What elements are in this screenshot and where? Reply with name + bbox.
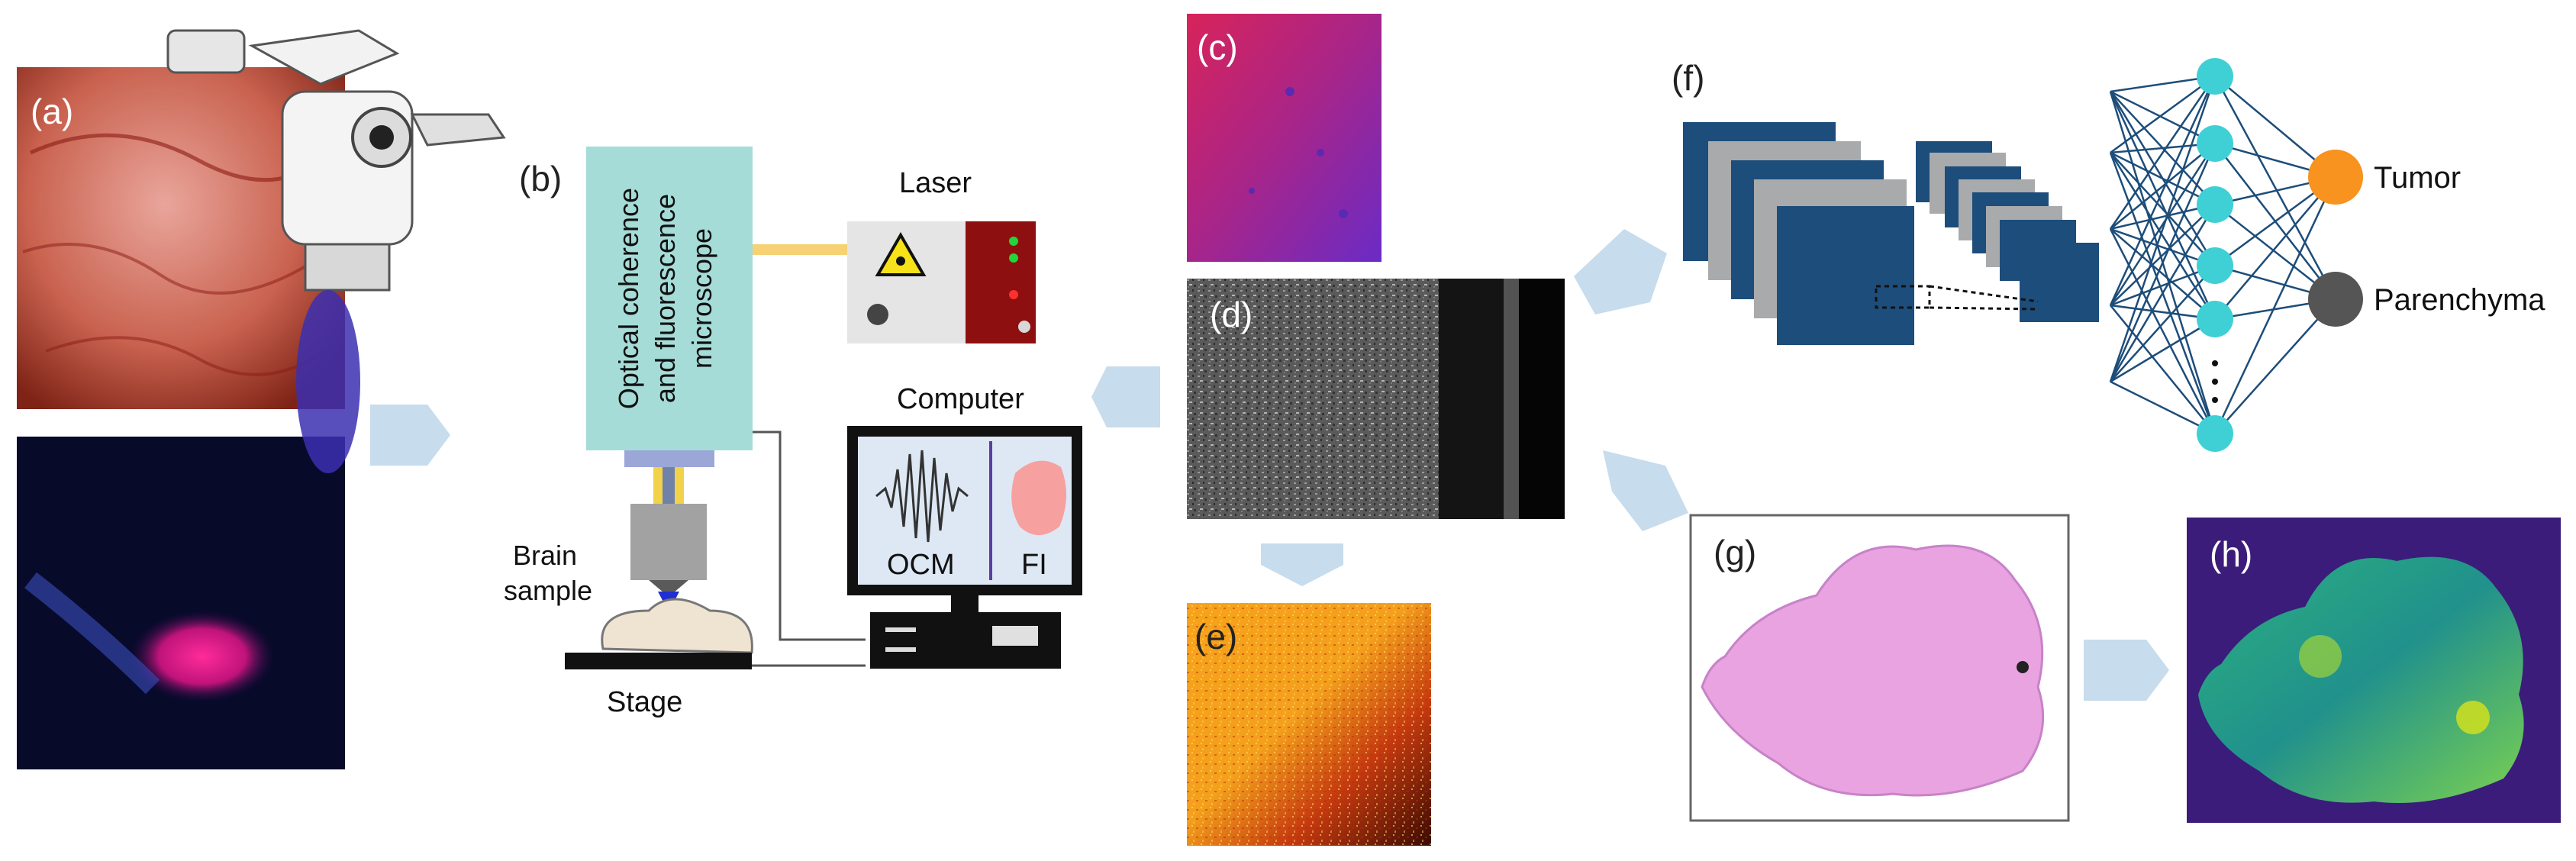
ocm-enface-image: [1187, 279, 1439, 519]
histology-tissue: [1701, 544, 2045, 797]
panel-f: (f): [1672, 58, 2545, 452]
stage-plate: [565, 653, 752, 669]
panel-g-label: (g): [1714, 533, 1756, 572]
computer-icon: OCM FI: [847, 426, 1082, 669]
panel-g: (g): [1689, 514, 2070, 822]
tumor-label: Tumor: [2374, 161, 2461, 195]
parenchyma-node: [2308, 272, 2363, 327]
laser-label: Laser: [899, 167, 972, 199]
fluorescence-image-c: [1187, 14, 1381, 262]
arrow-a-to-b: [370, 405, 450, 466]
parenchyma-label: Parenchyma: [2374, 283, 2545, 317]
arrow-d-to-computer: [1091, 366, 1160, 427]
microscope-box: [586, 147, 753, 450]
arrow-d-to-g: [1603, 450, 1688, 531]
panel-h: (h): [2187, 518, 2561, 823]
arrow-d-to-e: [1261, 543, 1343, 586]
microscope-label-line3: microscope: [686, 228, 717, 369]
ocm-signal-icon: [875, 450, 969, 543]
panel-f-label: (f): [1672, 58, 1704, 98]
fi-label: FI: [1021, 549, 1047, 581]
microscope-label-line1: Optical coherence: [613, 188, 644, 409]
brain-sample-label-line1: Brain: [513, 540, 577, 571]
tumor-node: [2308, 150, 2363, 205]
neural-network: Tumor Parenchyma: [2109, 58, 2545, 452]
panel-d-label: (d): [1210, 295, 1253, 334]
microscope-label-line2: and fluorescence: [650, 194, 681, 403]
panel-c-label: (c): [1197, 27, 1238, 67]
arrow-d-to-f: [1574, 229, 1667, 314]
stage-label: Stage: [607, 686, 682, 718]
prediction-map-tissue: [2198, 556, 2524, 803]
panel-c: (c): [1187, 14, 1381, 262]
brain-sample-icon: [601, 598, 753, 654]
cnn-feature-maps: [1683, 122, 2099, 345]
panel-b: (b) Optical coherence and fluorescence m…: [504, 147, 1082, 718]
ocm-label: OCM: [887, 549, 955, 581]
computer-label: Computer: [897, 383, 1024, 415]
objective-lens: [630, 504, 707, 580]
panel-a-label: (a): [31, 92, 73, 131]
operating-microscope-icon: [166, 29, 506, 473]
panel-e: (e): [1187, 603, 1431, 846]
panel-h-label: (h): [2210, 534, 2252, 574]
brain-sample-label-line2: sample: [504, 575, 592, 606]
arrow-g-to-h: [2084, 640, 2169, 701]
laser-unit: [847, 221, 1036, 343]
panel-b-label: (b): [519, 159, 562, 198]
panel-d: (d): [1187, 279, 1565, 519]
panel-e-label: (e): [1195, 617, 1237, 656]
laser-warning-icon: [875, 231, 927, 276]
flow-arrows: [370, 229, 2169, 701]
fi-blob-icon: [1011, 460, 1067, 535]
